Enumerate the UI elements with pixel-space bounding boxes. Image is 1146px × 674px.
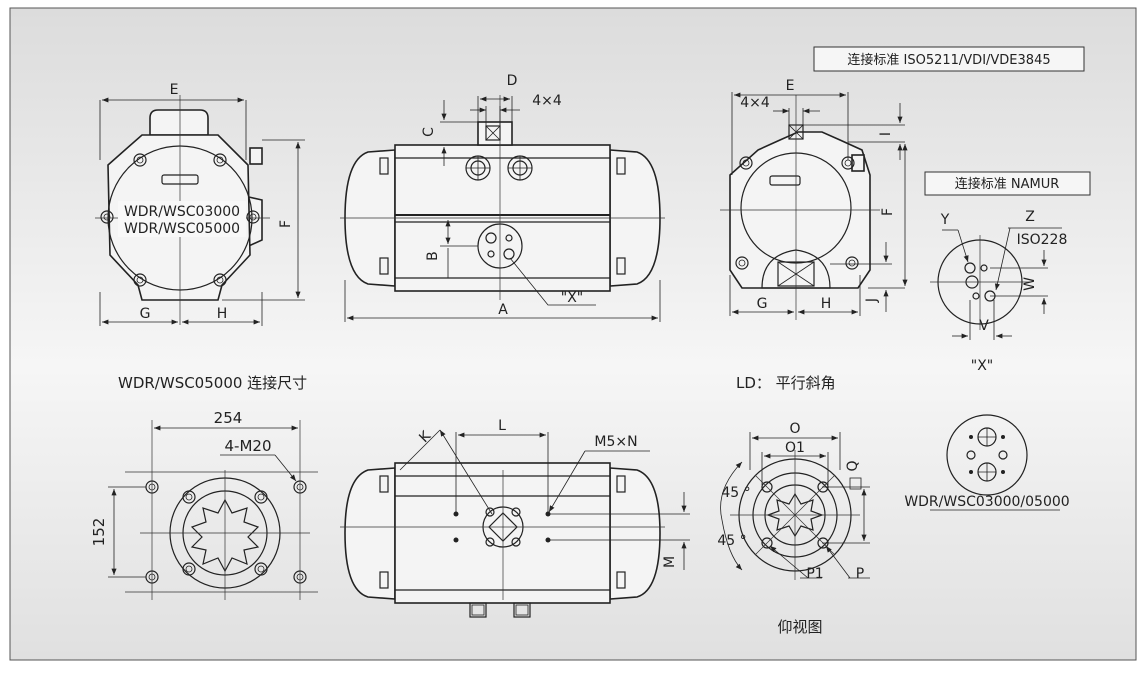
- angle-45-bottom: 45 °: [717, 533, 746, 549]
- model-label-line2: WDR/WSC05000: [124, 221, 240, 237]
- dim-W-namur: W: [1022, 277, 1038, 291]
- dim-F-end: F: [880, 208, 896, 216]
- front-view: WDR/WSC03000 WDR/WSC05000 E F G H: [95, 82, 305, 326]
- view-X-label: "X": [561, 290, 583, 306]
- dim-L-bottom: L: [498, 418, 506, 434]
- model-note-detail: WDR/WSC03000/05000: [904, 414, 1070, 511]
- model-label-line1: WDR/WSC03000: [124, 204, 240, 220]
- dim-4x4-end: 4×4: [740, 95, 770, 111]
- iso-standard-text: 连接标准 ISO5211/VDI/VDE3845: [847, 52, 1050, 68]
- dim-O1-flange: O1: [785, 440, 805, 456]
- angle-45-top: 45 °: [721, 485, 750, 501]
- bottom-side-view: L K M5×N M: [340, 418, 690, 618]
- dim-C-side: C: [421, 127, 437, 137]
- dim-4-M20: 4-M20: [225, 437, 272, 455]
- view-X-namur: "X": [971, 358, 993, 374]
- dim-254: 254: [214, 409, 243, 427]
- dim-F-front: F: [278, 220, 294, 228]
- dim-152: 152: [90, 518, 108, 547]
- mount-plate-view: 254 4-M20 152: [90, 409, 318, 600]
- connection-size-title: WDR/WSC05000 连接尺寸: [118, 374, 307, 392]
- dim-P-flange: P: [856, 566, 864, 582]
- dim-A-side: A: [498, 302, 508, 318]
- dim-G-end: G: [757, 296, 768, 312]
- ld-bevel-title: LD： 平行斜角: [736, 374, 836, 392]
- dim-B-side: B: [425, 251, 441, 261]
- dim-G-front: G: [140, 306, 151, 322]
- dim-4x4-side: 4×4: [532, 93, 562, 109]
- dim-I-end: I: [878, 132, 894, 136]
- model-note-text: WDR/WSC03000/05000: [904, 494, 1069, 510]
- namur-detail-view: Y Z ISO228 W V "X": [930, 209, 1067, 374]
- namur-standard-badge: 连接标准 NAMUR: [924, 171, 1091, 196]
- dim-O-flange: O: [789, 421, 800, 437]
- namur-standard-text: 连接标准 NAMUR: [955, 176, 1060, 192]
- dim-P1-flange: P1: [806, 566, 823, 582]
- dim-E-front: E: [170, 82, 179, 98]
- dim-M-bottom: M: [662, 556, 678, 568]
- iso-standard-badge: 连接标准 ISO5211/VDI/VDE3845: [813, 46, 1085, 72]
- bottom-view-title: 仰视图: [777, 618, 822, 636]
- dim-H-front: H: [217, 306, 228, 322]
- dim-M5xN-bottom: M5×N: [594, 434, 637, 450]
- flange-view: O O1 Q 45 ° 45 ° P1 P: [717, 421, 870, 582]
- dim-Y-namur: Y: [940, 212, 950, 228]
- dim-V-namur: V: [979, 318, 989, 334]
- dim-Q-flange: Q: [845, 460, 861, 471]
- dim-Z-namur: Z: [1025, 209, 1035, 225]
- dim-J-end: J: [864, 298, 880, 303]
- iso228-label: ISO228: [1017, 232, 1068, 248]
- side-view: D 4×4 C B A "X": [340, 73, 665, 322]
- dim-D-side: D: [507, 73, 518, 89]
- dim-H-end: H: [821, 296, 832, 312]
- dim-E-end: E: [786, 78, 795, 94]
- end-view: E 4×4 I F J G H: [720, 78, 908, 320]
